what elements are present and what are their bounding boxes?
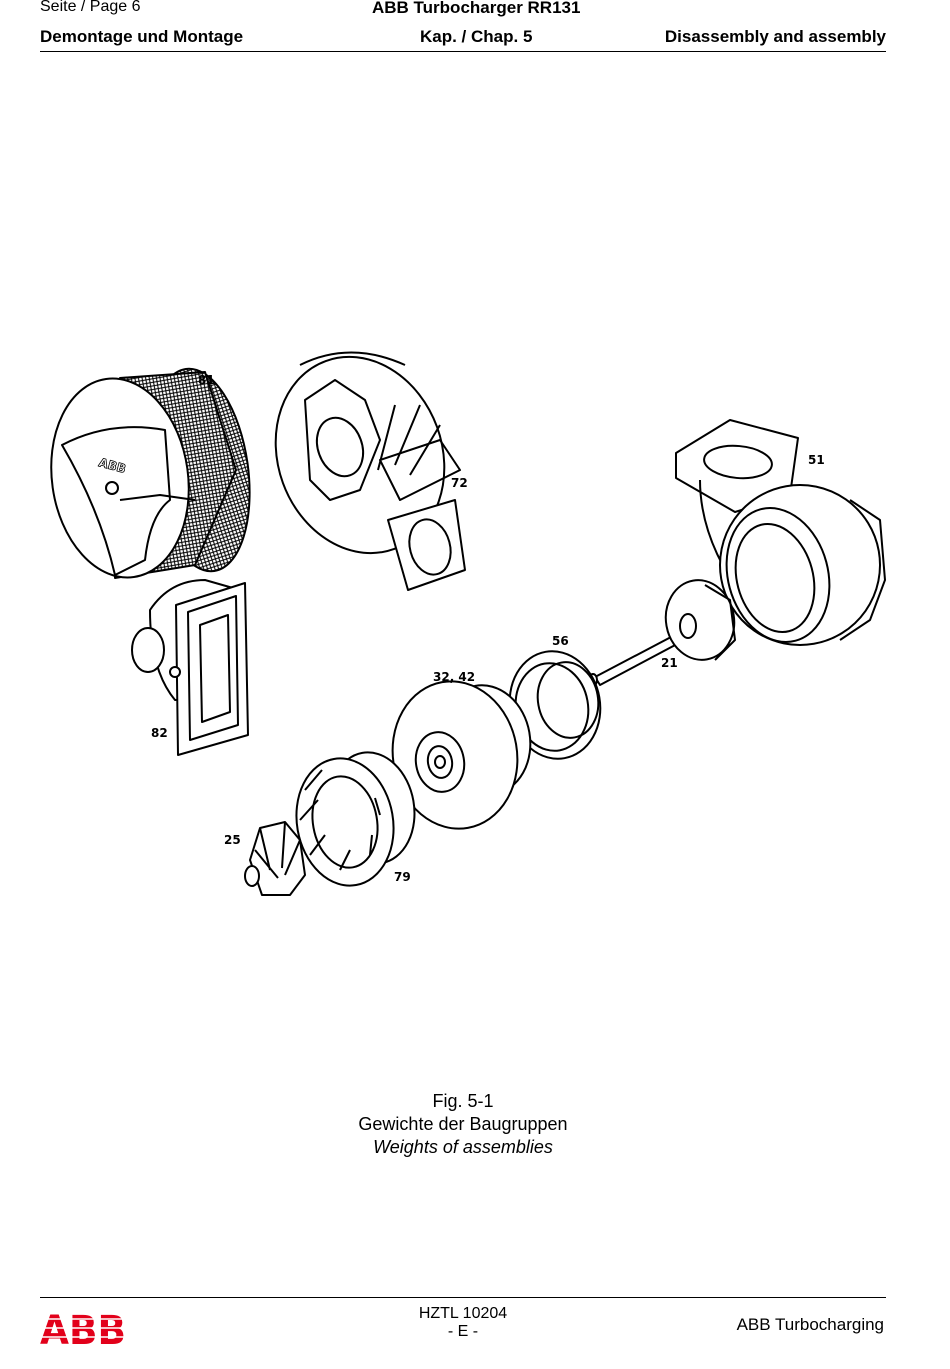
edition: - E - xyxy=(447,1323,479,1340)
callout-25: 25 xyxy=(224,833,241,847)
document-title: ABB Turbocharger RR131 xyxy=(372,0,581,17)
callout-79: 79 xyxy=(394,870,411,884)
section-title-en: Disassembly and assembly xyxy=(664,27,886,46)
callout-72: 72 xyxy=(451,476,468,490)
compressor-wheel-25 xyxy=(244,821,306,896)
footer-rule xyxy=(40,1297,886,1298)
section-title-de: Demontage und Montage xyxy=(40,27,244,46)
callout-81: 81 xyxy=(198,373,215,387)
page-label: Seite / Page 6 xyxy=(40,0,141,15)
callout-21: 21 xyxy=(661,656,678,670)
exploded-view-drawing: ABB xyxy=(50,351,886,896)
compressor-casing-72 xyxy=(274,351,466,591)
turbine-rotor-21 xyxy=(588,579,736,687)
company-name: ABB Turbocharging xyxy=(736,1315,884,1334)
callout-51: 51 xyxy=(808,453,825,467)
callout-32-42: 32, 42 xyxy=(433,670,475,684)
diffuser-79 xyxy=(295,751,416,887)
doc-number: HZTL 10204 xyxy=(418,1305,508,1322)
seal-ring-56 xyxy=(508,650,602,760)
figure-number: Fig. 5-1 xyxy=(432,1091,494,1111)
gas-inlet-casing-82 xyxy=(131,579,249,756)
turbine-casing-51 xyxy=(675,419,886,646)
chapter-label: Kap. / Chap. 5 xyxy=(420,27,533,46)
header-rule xyxy=(40,51,886,52)
figure-caption-en: Weights of assemblies xyxy=(373,1137,553,1157)
filter-silencer-81: ABB xyxy=(50,367,251,579)
bearing-casing-32-42 xyxy=(391,680,532,830)
callout-82: 82 xyxy=(151,726,168,740)
callout-56: 56 xyxy=(552,634,569,648)
figure-caption-de: Gewichte der Baugruppen xyxy=(358,1114,568,1134)
